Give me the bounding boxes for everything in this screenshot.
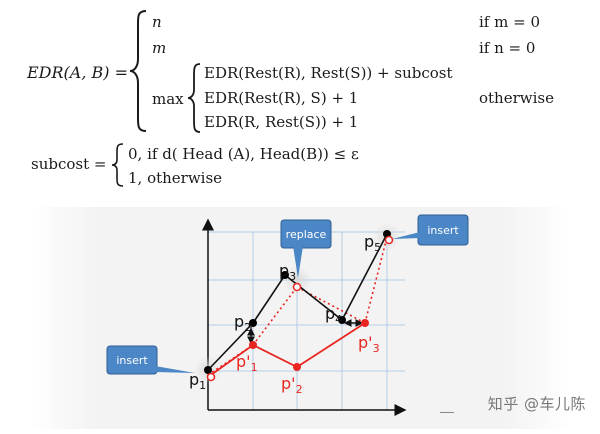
subcost-case-2: 1, otherwise bbox=[128, 169, 223, 187]
cases-brace bbox=[129, 10, 147, 132]
svg-text:replace: replace bbox=[286, 228, 327, 241]
case1-value: n bbox=[152, 13, 162, 31]
max-brace bbox=[187, 63, 201, 133]
subcost-case-1: 0, if d( Head (A), Head(B)) ≤ ε bbox=[128, 145, 359, 163]
point-replace-open bbox=[292, 282, 302, 292]
svg-text:insert: insert bbox=[116, 354, 148, 367]
case2-condition: if n = 0 bbox=[479, 39, 536, 57]
point-p2 bbox=[249, 319, 257, 327]
point-p-prime-3 bbox=[361, 319, 369, 327]
max-label: max bbox=[152, 90, 184, 108]
case1-condition: if m = 0 bbox=[479, 13, 540, 31]
formula-lhs: EDR(A, B) = bbox=[27, 63, 129, 82]
red-points bbox=[206, 235, 394, 382]
point-p-prime-1 bbox=[249, 341, 257, 349]
subcost-brace bbox=[111, 143, 124, 187]
point-insert-open bbox=[384, 235, 394, 245]
point-p-prime-2 bbox=[293, 363, 301, 371]
watermark-dash bbox=[440, 412, 454, 413]
red-series-line bbox=[207, 322, 366, 378]
case3-condition: otherwise bbox=[479, 89, 554, 107]
callout-insert-left: insert bbox=[106, 345, 195, 375]
max-term-3: EDR(R, Rest(S)) + 1 bbox=[204, 113, 359, 131]
point-p3 bbox=[281, 271, 289, 279]
subcost-lhs: subcost = bbox=[31, 155, 107, 173]
watermark: 知乎 @车儿陈 bbox=[487, 395, 586, 413]
formula-area: EDR(A, B) = n if m = 0 m if n = 0 max ED… bbox=[0, 0, 600, 205]
svg-text:insert: insert bbox=[427, 224, 459, 237]
callout-insert-right: insert bbox=[392, 214, 469, 246]
max-term-1: EDR(Rest(R), Rest(S)) + subcost bbox=[204, 64, 453, 82]
point-p1 bbox=[204, 366, 212, 374]
callout-replace: replace bbox=[280, 219, 332, 278]
max-term-2: EDR(Rest(R), S) + 1 bbox=[204, 89, 359, 107]
point-p1-prime-open bbox=[206, 372, 216, 382]
point-p4 bbox=[338, 316, 346, 324]
case2-value: m bbox=[152, 39, 167, 57]
